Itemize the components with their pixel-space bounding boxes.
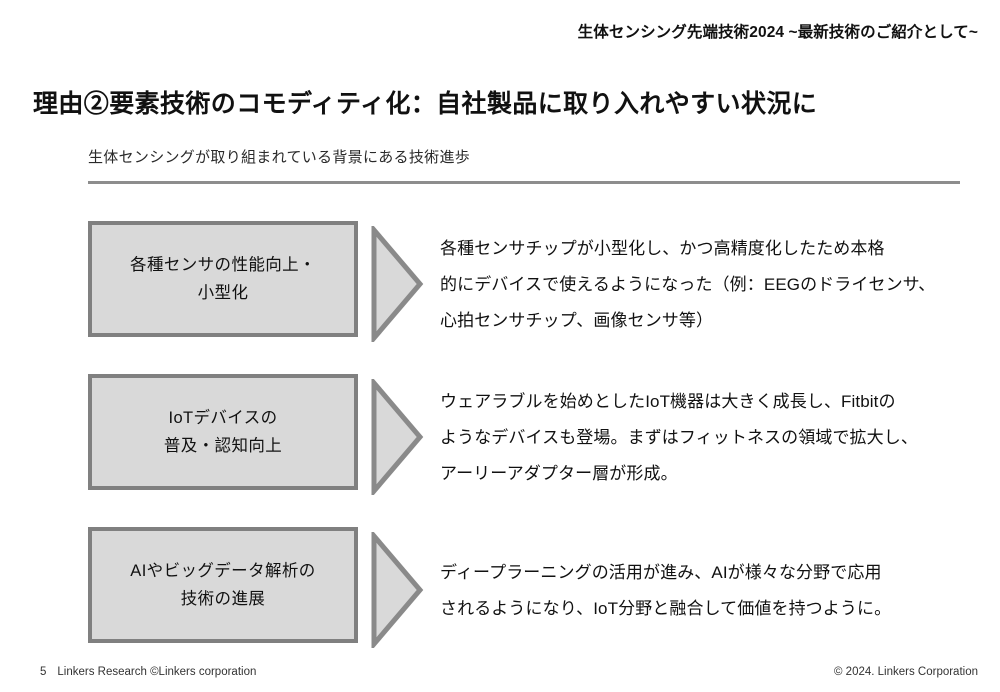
footer-left-text: Linkers Research ©Linkers corporation xyxy=(57,666,257,678)
label-line: 普及・認知向上 xyxy=(163,436,283,455)
label-box: 各種センサの性能向上・ 小型化 xyxy=(88,221,358,337)
body-line: ようなデバイスも登場。まずはフィットネスの領域で拡大し、 xyxy=(440,428,918,447)
body-text: ウェアラブルを始めとしたIoT機器は大きく成長し、Fitbitの ようなデバイス… xyxy=(440,384,988,492)
body-text: 各種センサチップが小型化し、かつ高精度化したため本格 的にデバイスで使えるように… xyxy=(440,231,988,339)
label-line: 技術の進展 xyxy=(180,589,266,608)
label-box: IoTデバイスの 普及・認知向上 xyxy=(88,374,358,490)
arrow-right-icon xyxy=(370,379,424,495)
label-line: IoTデバイスの xyxy=(168,409,278,428)
body-line: ウェアラブルを始めとしたIoT機器は大きく成長し、Fitbitの xyxy=(440,392,896,411)
label-line: AIやビッグデータ解析の xyxy=(130,562,316,581)
label-line: 各種センサの性能向上・ xyxy=(130,256,316,275)
page-title: 理由②要素技術のコモディティ化：自社製品に取り入れやすい状況に xyxy=(33,90,818,118)
slide-header-title: 生体センシング先端技術2024 ~最新技術のご紹介として~ xyxy=(577,24,978,41)
body-line: ディープラーニングの活用が進み、AIが様々な分野で応用 xyxy=(440,563,882,582)
label-box: AIやビッグデータ解析の 技術の進展 xyxy=(88,527,358,643)
footer-right: © 2024. Linkers Corporation xyxy=(834,666,978,678)
body-line: されるようになり、IoT分野と融合して価値を持つように。 xyxy=(440,599,892,618)
label-line: 小型化 xyxy=(197,283,249,302)
footer-left: 5 Linkers Research ©Linkers corporation xyxy=(40,666,256,678)
body-line: 的にデバイスで使えるようになった（例：EEGのドライセンサ、 xyxy=(440,275,936,294)
page-number: 5 xyxy=(40,666,47,678)
arrow-right-icon xyxy=(370,226,424,342)
body-line: 各種センサチップが小型化し、かつ高精度化したため本格 xyxy=(440,239,885,258)
arrow-right-icon xyxy=(370,532,424,648)
body-text: ディープラーニングの活用が進み、AIが様々な分野で応用 されるようになり、IoT… xyxy=(440,555,988,627)
horizontal-divider xyxy=(88,181,960,184)
body-line: アーリーアダプター層が形成。 xyxy=(440,464,678,483)
subtitle: 生体センシングが取り組まれている背景にある技術進歩 xyxy=(88,149,471,166)
body-line: 心拍センサチップ、画像センサ等） xyxy=(440,311,714,330)
